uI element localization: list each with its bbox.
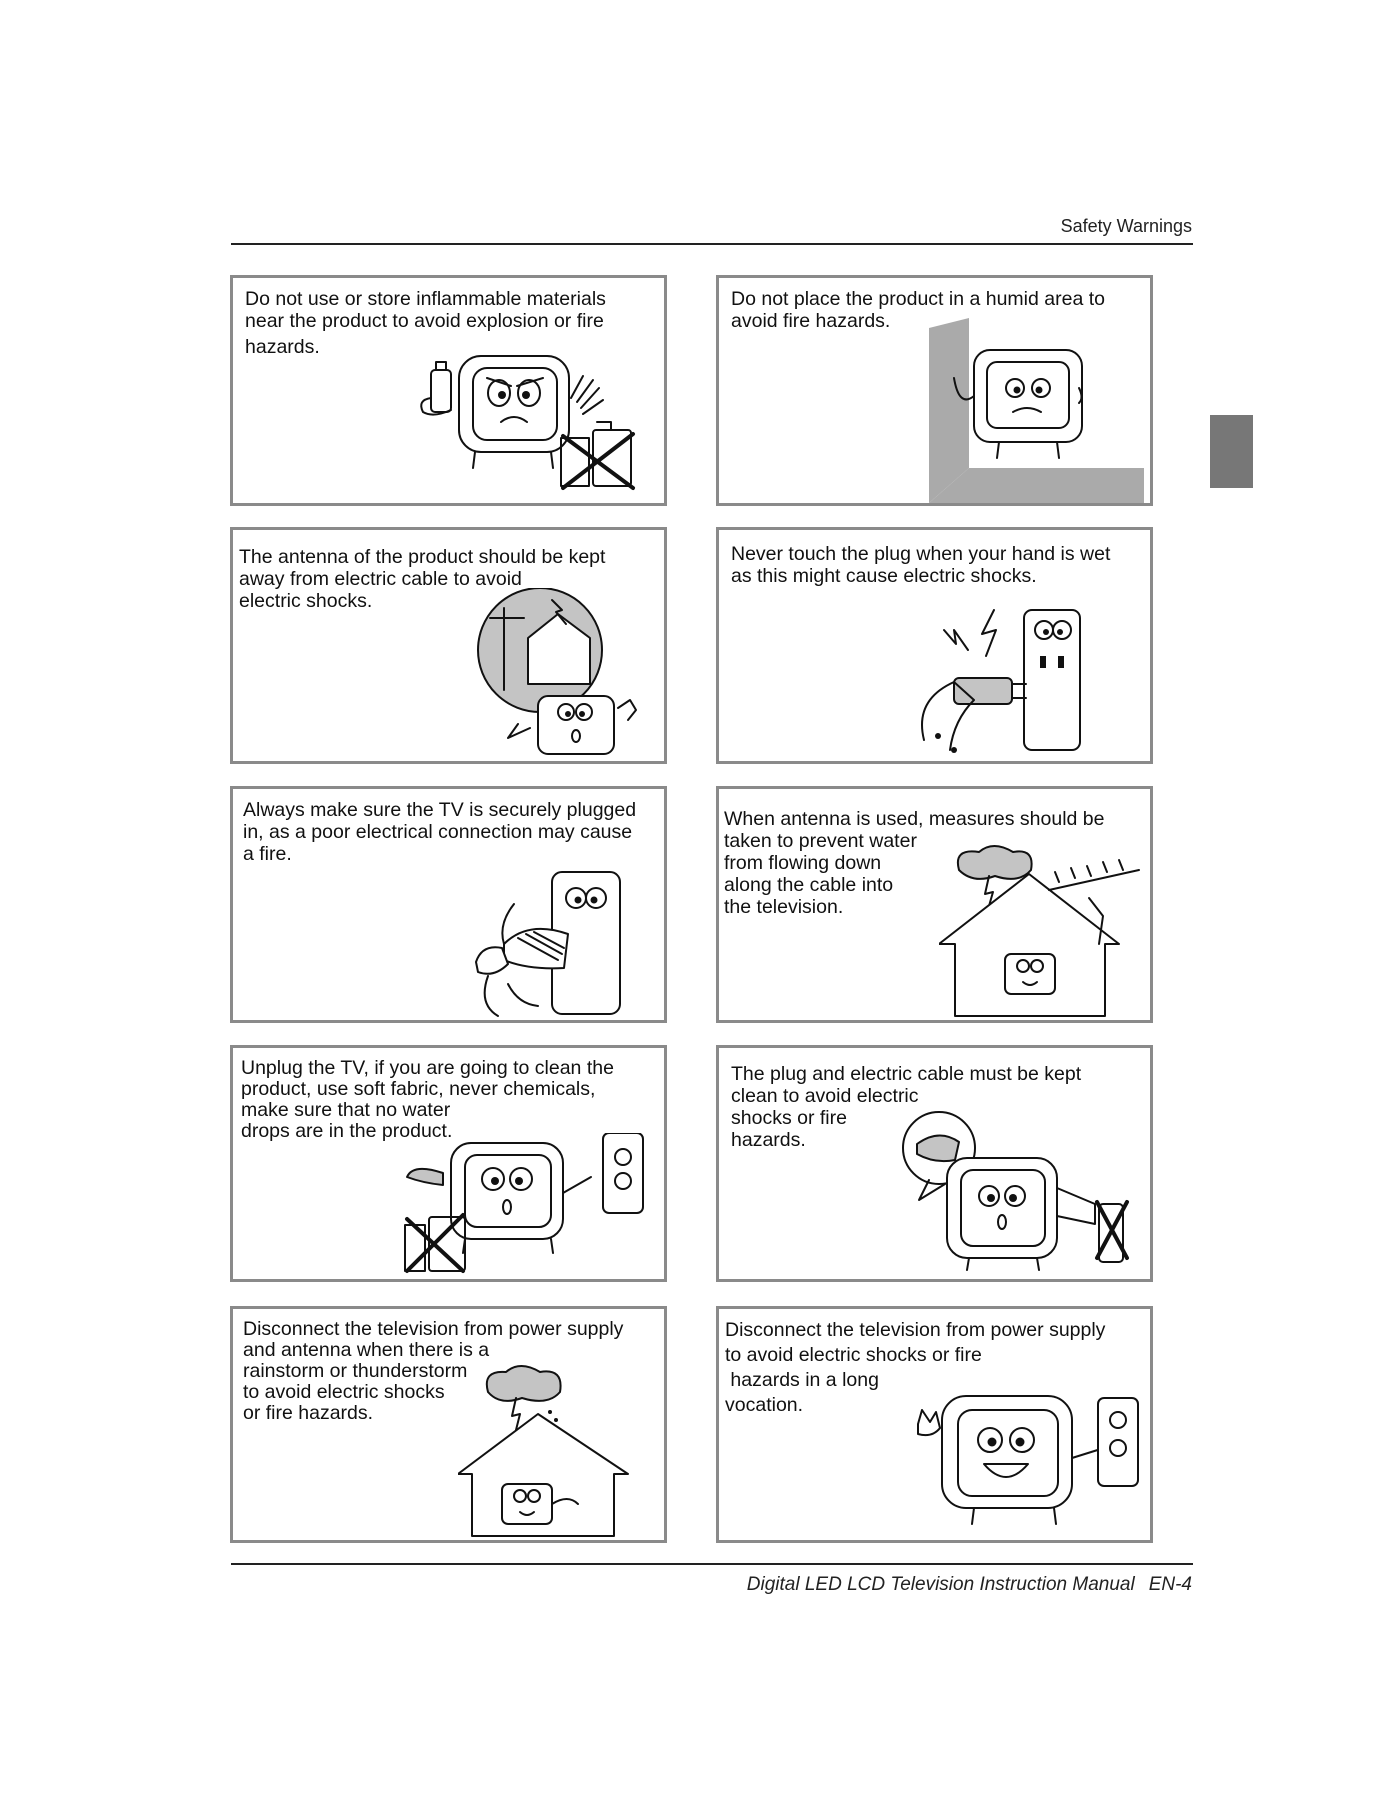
warning-panel-thunderstorm: Disconnect the television from power sup… bbox=[230, 1306, 667, 1543]
warning-line: hazards. bbox=[731, 1129, 806, 1151]
warning-line: The plug and electric cable must be kept bbox=[731, 1063, 1082, 1085]
warning-line: the television. bbox=[724, 896, 844, 918]
warning-text: Do not place the product in a humid area… bbox=[731, 288, 1105, 332]
warning-text: The antenna of the product should be kep… bbox=[239, 546, 605, 612]
warning-line: or fire hazards. bbox=[243, 1402, 374, 1424]
warning-line: near the product to avoid explosion or f… bbox=[245, 310, 604, 332]
manual-title: Digital LED LCD Television Instruction M… bbox=[746, 1574, 1135, 1595]
tv-refusing-inflammables-icon bbox=[420, 355, 635, 490]
warning-text: The plug and electric cable must be kept… bbox=[731, 1063, 1081, 1151]
warning-line: as this might cause electric shocks. bbox=[731, 565, 1037, 587]
warning-line: make sure that no water bbox=[241, 1099, 451, 1121]
warning-text: Disconnect the television from power sup… bbox=[725, 1318, 1105, 1418]
warning-text: Do not use or store inflammable material… bbox=[245, 288, 606, 358]
warning-line: shocks or fire bbox=[731, 1107, 847, 1129]
tv-in-humid-corner-icon bbox=[929, 318, 1144, 503]
warning-line: hazards. bbox=[245, 336, 320, 358]
clean-plug-icon bbox=[902, 1111, 1129, 1271]
secure-plug-icon bbox=[475, 871, 621, 1017]
warning-line: Do not place the product in a humid area… bbox=[731, 288, 1105, 310]
warning-panel-humid: Do not place the product in a humid area… bbox=[716, 275, 1153, 506]
warning-text: When antenna is used, measures should be… bbox=[724, 808, 1105, 918]
warning-line: Always make sure the TV is securely plug… bbox=[243, 799, 637, 821]
section-tab-marker bbox=[1210, 415, 1253, 488]
warning-text: Never touch the plug when your hand is w… bbox=[731, 543, 1110, 587]
warning-panel-inflammable: Do not use or store inflammable material… bbox=[230, 275, 667, 506]
warning-panel-secure-plug: Always make sure the TV is securely plug… bbox=[230, 786, 667, 1023]
thunderstorm-house-icon bbox=[458, 1365, 629, 1537]
warning-text: Always make sure the TV is securely plug… bbox=[243, 799, 636, 865]
warning-line: taken to prevent water bbox=[724, 830, 917, 852]
warning-line: hazards in a long bbox=[725, 1369, 879, 1391]
footer: Digital LED LCD Television Instruction M… bbox=[747, 1574, 1192, 1596]
house-antenna-rain-icon bbox=[939, 845, 1140, 1017]
warning-line: The antenna of the product should be kep… bbox=[239, 546, 606, 568]
footer-rule bbox=[231, 1563, 1193, 1565]
warning-line: Do not use or store inflammable material… bbox=[245, 288, 606, 310]
warning-panel-wet-hand: Never touch the plug when your hand is w… bbox=[716, 527, 1153, 764]
warning-panel-vacation: Disconnect the television from power sup… bbox=[716, 1306, 1153, 1543]
warning-line: from flowing down bbox=[724, 852, 882, 874]
warning-line: drops are in the product. bbox=[241, 1120, 453, 1142]
warning-line: avoid fire hazards. bbox=[731, 310, 891, 332]
page-number: EN-4 bbox=[1148, 1574, 1192, 1595]
warning-line: to avoid electric shocks or fire bbox=[725, 1344, 982, 1366]
warning-line: away from electric cable to avoid bbox=[239, 568, 522, 590]
warning-line: When antenna is used, measures should be bbox=[724, 808, 1105, 830]
header-rule bbox=[231, 243, 1193, 245]
warning-panel-cleaning: Unplug the TV, if you are going to clean… bbox=[230, 1045, 667, 1282]
tv-cleaning-icon bbox=[404, 1133, 644, 1273]
warning-line: Disconnect the television from power sup… bbox=[725, 1319, 1106, 1341]
wet-hand-plug-icon bbox=[921, 609, 1081, 753]
warning-line: Never touch the plug when your hand is w… bbox=[731, 543, 1111, 565]
warning-panel-clean-plug: The plug and electric cable must be kept… bbox=[716, 1045, 1153, 1282]
warning-line: along the cable into bbox=[724, 874, 894, 896]
warning-panel-antenna-water: When antenna is used, measures should be… bbox=[716, 786, 1153, 1023]
tv-unplug-vacation-icon bbox=[917, 1395, 1139, 1525]
warning-line: and antenna when there is a bbox=[243, 1339, 490, 1361]
warning-line: to avoid electric shocks bbox=[243, 1381, 445, 1403]
section-title: Safety Warnings bbox=[1060, 216, 1192, 236]
warning-text: Disconnect the television from power sup… bbox=[243, 1319, 623, 1424]
warning-line: vocation. bbox=[725, 1394, 804, 1416]
warning-line: product, use soft fabric, never chemical… bbox=[241, 1078, 596, 1100]
warning-line: in, as a poor electrical connection may … bbox=[243, 821, 633, 843]
warning-line: rainstorm or thunderstorm bbox=[243, 1360, 468, 1382]
warning-line: Disconnect the television from power sup… bbox=[243, 1318, 624, 1340]
antenna-near-cable-icon bbox=[477, 588, 637, 755]
warning-line: clean to avoid electric bbox=[731, 1085, 919, 1107]
warning-line: electric shocks. bbox=[239, 590, 373, 612]
warning-line: Unplug the TV, if you are going to clean… bbox=[241, 1057, 614, 1079]
warning-text: Unplug the TV, if you are going to clean… bbox=[241, 1058, 614, 1142]
warning-line: a fire. bbox=[243, 843, 292, 865]
warning-panel-antenna-cable: The antenna of the product should be kep… bbox=[230, 527, 667, 764]
